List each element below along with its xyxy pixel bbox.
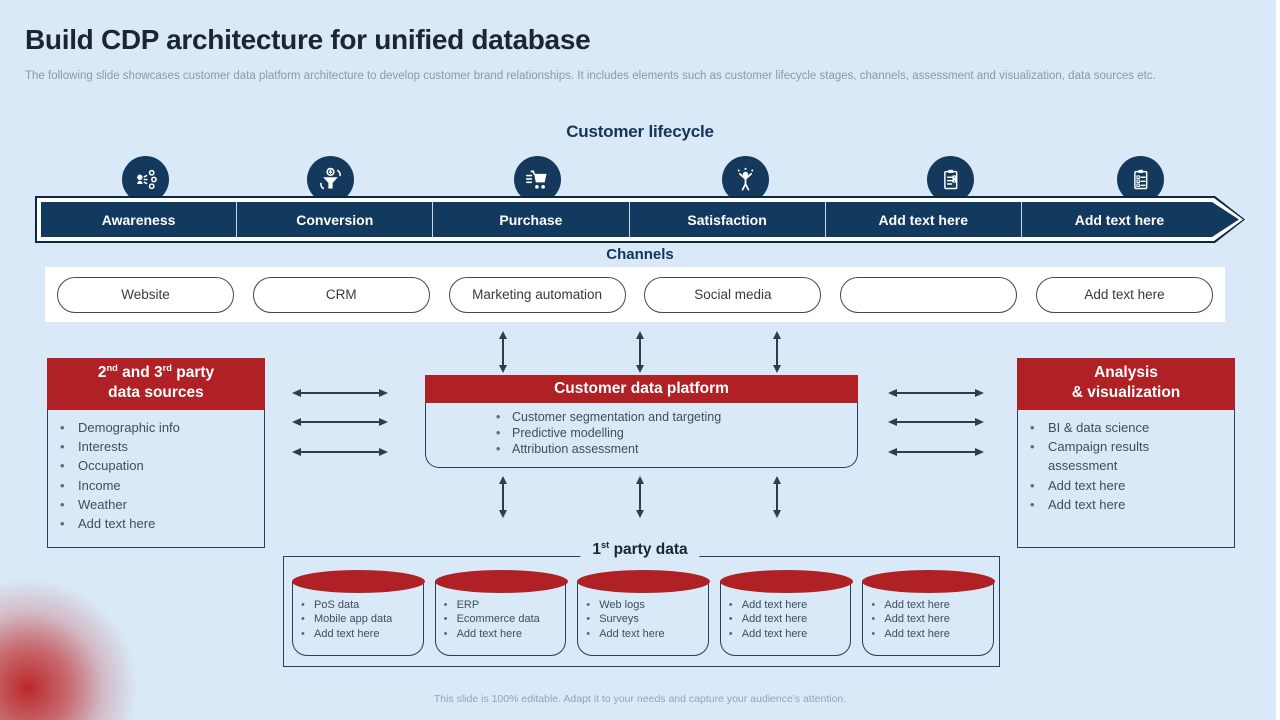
list-item: Weather — [52, 495, 260, 514]
list-item: Campaign results assessment — [1022, 437, 1182, 475]
channel-pill-crm: CRM — [252, 276, 430, 313]
database-cylinder-pos: PoS data Mobile app data Add text here — [292, 570, 425, 656]
clipboard-icon — [937, 166, 964, 193]
list-item[interactable]: Add text here — [723, 627, 851, 642]
stage-segment-purchase: Purchase — [433, 202, 629, 237]
cdp-body: Customer segmentation and targeting Pred… — [425, 403, 858, 468]
channels-band: Website CRM Marketing automation Social … — [45, 267, 1225, 322]
database-cylinder-top-icon — [862, 570, 996, 593]
shopping-cart-icon — [524, 166, 551, 193]
channels-heading: Channels — [606, 246, 674, 263]
double-arrow-vertical — [773, 476, 781, 518]
stage-circle-satisfaction — [722, 156, 769, 203]
list-item: Interests — [52, 437, 260, 456]
list-item: Customer segmentation and targeting — [488, 409, 857, 425]
page-title: Build CDP architecture for unified datab… — [25, 24, 591, 55]
list-item[interactable]: Add text here — [723, 612, 851, 627]
checklist-icon — [1127, 166, 1154, 193]
audience-megaphone-icon — [132, 166, 159, 193]
double-arrow-horizontal — [888, 448, 984, 456]
analysis-visualization-body: BI & data science Campaign results asses… — [1017, 410, 1235, 548]
list-item[interactable]: Add text here — [1022, 495, 1230, 514]
analysis-visualization-title: Analysis & visualization — [1017, 358, 1235, 410]
lifecycle-arrow-band: Awareness Conversion Purchase Satisfacti… — [35, 196, 1245, 243]
list-item: Attribution assessment — [488, 441, 857, 457]
list-item: Income — [52, 476, 260, 495]
slide-footer-note: This slide is 100% editable. Adapt it to… — [433, 693, 847, 705]
band-fill: Awareness Conversion Purchase Satisfacti… — [41, 202, 1239, 237]
second-third-party-box: 2nd and 3rd party data sources Demograph… — [47, 358, 265, 548]
list-item: Predictive modelling — [488, 425, 857, 441]
slide-right-edge — [1276, 0, 1280, 720]
list-item: PoS data — [295, 598, 423, 613]
double-arrow-horizontal — [292, 418, 388, 426]
list-item[interactable]: Add text here — [865, 598, 993, 613]
stage-circle-addtext-2 — [1117, 156, 1164, 203]
stage-segment-addtext-2[interactable]: Add text here — [1074, 211, 1165, 228]
list-item: Surveys — [580, 612, 708, 627]
database-cylinder-top-icon — [719, 570, 853, 593]
stage-circle-conversion — [307, 156, 354, 203]
first-party-heading: 1st party data — [580, 538, 700, 562]
double-arrow-horizontal — [888, 389, 984, 397]
database-cylinder-placeholder-2: Add text here Add text here Add text her… — [862, 570, 996, 656]
second-third-party-body: Demographic info Interests Occupation In… — [47, 410, 265, 548]
database-cylinder-top-icon — [292, 570, 425, 593]
lifecycle-heading: Customer lifecycle — [566, 122, 714, 141]
channel-pill-marketing-automation: Marketing automation — [448, 276, 626, 313]
database-cylinder-weblogs: Web logs Surveys Add text here — [577, 570, 711, 656]
stage-circle-awareness — [122, 156, 169, 203]
list-item[interactable]: Add text here — [295, 627, 423, 642]
channel-pill-addtext[interactable]: Add text here — [1035, 276, 1213, 313]
database-cylinder-top-icon — [434, 570, 568, 593]
list-item: Web logs — [580, 598, 708, 613]
list-item: ERP — [438, 598, 566, 613]
list-item[interactable]: Add text here — [52, 514, 260, 533]
database-cylinder-top-icon — [577, 570, 711, 593]
list-item: Demographic info — [52, 418, 260, 437]
list-item[interactable]: Add text here — [580, 627, 708, 642]
double-arrow-horizontal — [888, 418, 984, 426]
list-item: Occupation — [52, 456, 260, 475]
list-item: Mobile app data — [295, 612, 423, 627]
double-arrow-vertical — [636, 476, 644, 518]
funnel-dollar-icon — [317, 166, 344, 193]
stage-segment-addtext-1[interactable]: Add text here — [826, 202, 1022, 237]
list-item[interactable]: Add text here — [865, 612, 993, 627]
double-arrow-horizontal — [292, 448, 388, 456]
list-item[interactable]: Add text here — [438, 627, 566, 642]
stage-circle-addtext-1 — [927, 156, 974, 203]
double-arrow-vertical — [499, 331, 507, 373]
band-outline: Awareness Conversion Purchase Satisfacti… — [37, 198, 1243, 241]
list-item: Ecommerce data — [438, 612, 566, 627]
double-arrow-vertical — [499, 476, 507, 518]
double-arrow-horizontal — [292, 389, 388, 397]
slide-subtitle: The following slide showcases customer d… — [25, 70, 1156, 82]
channel-pill-website: Website — [57, 276, 234, 313]
stage-segment-conversion: Conversion — [237, 202, 433, 237]
stage-segment-awareness: Awareness — [41, 202, 237, 237]
list-item[interactable]: Add text here — [723, 598, 851, 613]
database-cylinder-erp: ERP Ecommerce data Add text here — [434, 570, 568, 656]
channel-pill-empty[interactable] — [840, 276, 1018, 313]
channel-pill-social-media: Social media — [644, 276, 822, 313]
stage-circle-purchase — [514, 156, 561, 203]
double-arrow-vertical — [636, 331, 644, 373]
stage-segment-satisfaction: Satisfaction — [630, 202, 826, 237]
cdp-title: Customer data platform — [425, 375, 858, 403]
analysis-visualization-box: Analysis & visualization BI & data scien… — [1017, 358, 1235, 548]
list-item[interactable]: Add text here — [1022, 476, 1230, 495]
double-arrow-vertical — [773, 331, 781, 373]
list-item[interactable]: Add text here — [865, 627, 993, 642]
list-item: BI & data science — [1022, 418, 1230, 437]
second-third-party-title: 2nd and 3rd party data sources — [47, 358, 265, 410]
database-cylinder-placeholder-1: Add text here Add text here Add text her… — [719, 570, 853, 656]
first-party-box: PoS data Mobile app data Add text here E… — [283, 556, 1000, 667]
celebrating-person-icon — [732, 166, 759, 193]
